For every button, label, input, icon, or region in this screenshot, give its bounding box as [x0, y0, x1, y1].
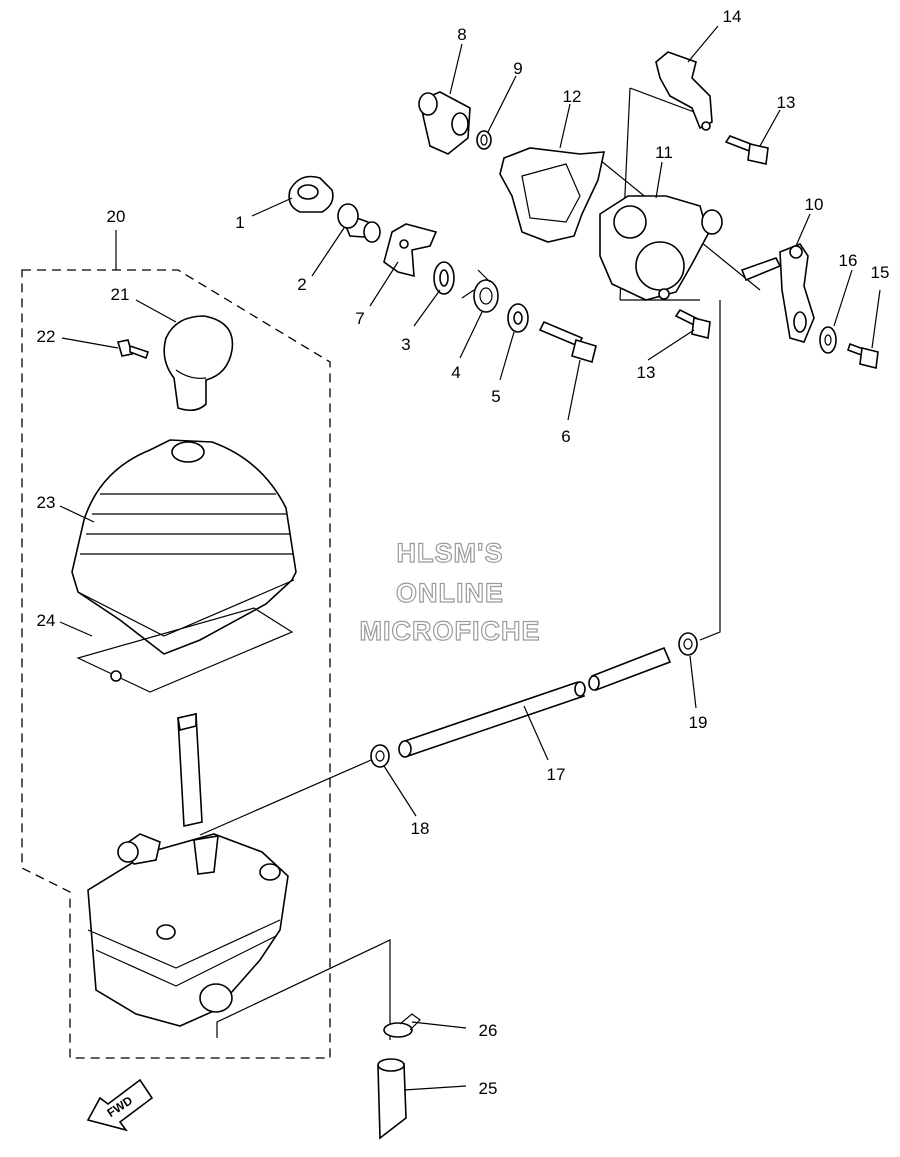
part-24	[76, 607, 294, 693]
part-10	[740, 243, 815, 343]
part-12	[499, 147, 606, 243]
part-19	[678, 632, 698, 656]
part-17	[398, 646, 672, 758]
part-8	[418, 91, 471, 155]
callout-17: 17	[547, 765, 566, 784]
shift-lever	[177, 713, 203, 827]
callout-5: 5	[491, 387, 500, 406]
fwd-arrow-icon: FWD	[86, 1078, 154, 1132]
callout-21: 21	[111, 285, 130, 304]
leader-lines	[59, 25, 881, 1091]
callout-13-upper: 13	[777, 93, 796, 112]
callout-1: 1	[235, 213, 244, 232]
part-2	[337, 203, 381, 243]
watermark-line-1: HLSM'S	[397, 538, 504, 568]
part-13-upper	[724, 135, 769, 165]
assembly-boundary	[21, 269, 331, 1059]
part-6	[538, 320, 597, 364]
callout-16: 16	[839, 251, 858, 270]
part-18	[370, 744, 390, 768]
cable-line	[199, 756, 379, 836]
part-11	[599, 195, 723, 301]
callout-26: 26	[479, 1021, 498, 1040]
callout-11: 11	[655, 143, 673, 162]
callouts: 1 2 7 3 4 5 6 8 9 12 11 10 14 13 13 16 1…	[37, 7, 890, 1098]
watermark-line-2: ONLINE	[396, 578, 504, 608]
part-26	[383, 1013, 421, 1038]
part-25	[377, 1058, 407, 1140]
part-21	[163, 315, 234, 412]
cable-line	[216, 939, 391, 1040]
callout-2: 2	[297, 275, 306, 294]
callout-22: 22	[37, 327, 56, 346]
callout-24: 24	[37, 611, 56, 630]
callout-4: 4	[451, 363, 460, 382]
part-9	[476, 130, 492, 150]
part-22	[116, 339, 150, 360]
watermark-line-3: MICROFICHE	[360, 616, 541, 646]
part-7	[383, 223, 438, 278]
callout-25: 25	[479, 1079, 498, 1098]
callout-19: 19	[689, 713, 708, 732]
cable-line	[699, 300, 721, 641]
callout-9: 9	[513, 59, 522, 78]
part-4	[461, 269, 499, 313]
callout-23: 23	[37, 493, 56, 512]
callout-3: 3	[401, 335, 410, 354]
part-16	[819, 326, 837, 354]
callout-18: 18	[411, 819, 430, 838]
part-13-lower	[674, 308, 711, 339]
callout-7: 7	[355, 309, 364, 328]
control-box	[87, 833, 289, 1027]
part-14	[655, 51, 713, 131]
callout-12: 12	[563, 87, 582, 106]
callout-10: 10	[805, 195, 824, 214]
callout-6: 6	[561, 427, 570, 446]
cable-line	[599, 87, 761, 301]
part-3	[433, 261, 455, 295]
callout-13-lower: 13	[637, 363, 656, 382]
part-5	[507, 303, 529, 333]
part-1	[288, 175, 334, 213]
part-15	[846, 342, 879, 369]
part-23	[71, 439, 297, 655]
callout-14: 14	[723, 7, 742, 26]
callout-20: 20	[107, 207, 126, 226]
callout-8: 8	[457, 25, 466, 44]
callout-15: 15	[871, 263, 890, 282]
watermark: HLSM'S ONLINE MICROFICHE	[359, 537, 541, 646]
